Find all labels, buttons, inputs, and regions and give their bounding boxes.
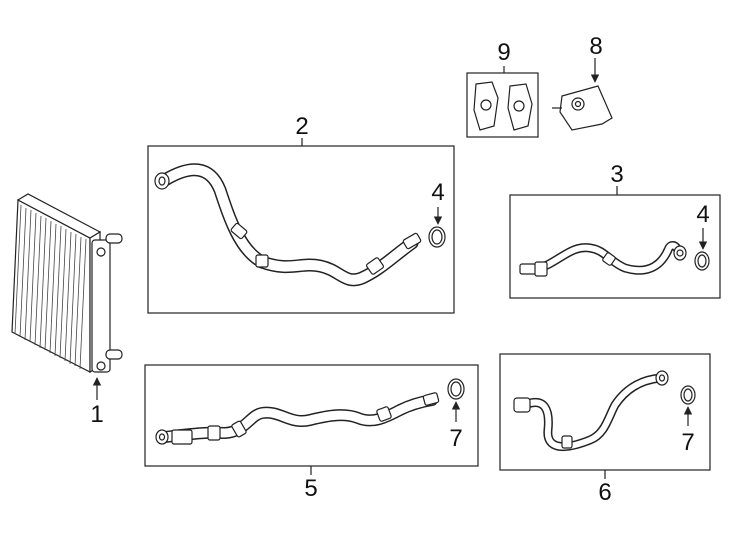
callout-4-b: 4 xyxy=(696,201,709,228)
callout-8: 8 xyxy=(589,33,602,60)
part-2-frame xyxy=(147,145,455,314)
cooler-pipe-part-6[interactable] xyxy=(513,370,669,452)
o-ring-part-4-b[interactable] xyxy=(694,251,710,271)
callout-2: 2 xyxy=(295,113,308,140)
callout-4-a: 4 xyxy=(431,179,444,206)
part-3-frame xyxy=(509,194,721,299)
callout-5: 5 xyxy=(304,475,317,502)
o-ring-part-7-b[interactable] xyxy=(680,385,696,405)
part-9-frame xyxy=(466,72,539,138)
o-ring-part-7-a[interactable] xyxy=(447,378,465,400)
callout-6: 6 xyxy=(598,479,611,506)
cooler-hose-part-5[interactable] xyxy=(155,392,440,445)
cooler-hose-part-2[interactable] xyxy=(154,163,422,287)
cooler-fins xyxy=(14,204,87,370)
callout-1: 1 xyxy=(90,401,103,428)
callout-3: 3 xyxy=(610,161,623,188)
callout-9: 9 xyxy=(497,39,510,66)
callout-7-a: 7 xyxy=(449,425,462,452)
part-6-frame xyxy=(499,353,711,471)
cooler-pipe-part-3[interactable] xyxy=(519,241,687,277)
bracket-part-8[interactable] xyxy=(552,85,613,131)
oil-cooler-part-1[interactable] xyxy=(11,193,123,374)
o-ring-part-4-a[interactable] xyxy=(428,226,446,248)
callout-7-b: 7 xyxy=(681,429,694,456)
clip-part-9[interactable] xyxy=(473,81,533,131)
